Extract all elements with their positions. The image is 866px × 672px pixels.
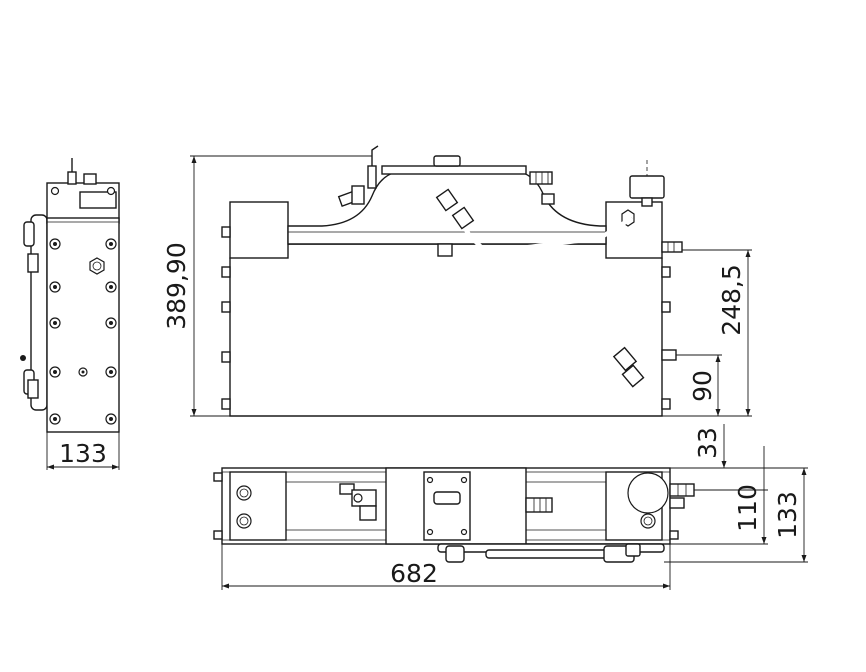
front-view <box>221 145 683 417</box>
front-view-tank <box>229 243 663 417</box>
dim-total-length <box>221 544 671 590</box>
dim-side-width-label: 133 <box>59 439 107 468</box>
dim-total-length-label: 682 <box>390 559 438 588</box>
dim-total-height <box>190 155 372 417</box>
dim-port-lower-label: 90 <box>688 370 717 402</box>
side-view-pipe-clamp-bottom <box>27 379 39 399</box>
side-view-pipe-fitting-top <box>23 221 35 247</box>
side-view-top-handle <box>79 191 117 209</box>
top-view-center-port <box>525 497 553 513</box>
dim-top-port-depth-label: 110 <box>733 484 762 532</box>
dim-port-upper <box>662 249 752 417</box>
dim-top-port-depth <box>670 446 768 545</box>
front-view-lever <box>371 145 379 166</box>
front-view-hoses <box>435 188 645 388</box>
front-view-top-port <box>529 171 553 185</box>
front-view-port-upper <box>661 241 683 253</box>
dim-top-total-depth-label: 133 <box>773 491 802 539</box>
front-view-valve <box>367 165 377 189</box>
side-view-cap <box>83 173 97 185</box>
side-view <box>20 158 120 433</box>
top-view-gauge <box>627 472 669 514</box>
top-view <box>213 467 695 563</box>
dim-top-offset-label: 33 <box>693 427 722 459</box>
front-view-left-block <box>229 201 289 259</box>
top-view-center-plate <box>423 471 471 541</box>
dim-port-upper-label: 248,5 <box>717 264 746 336</box>
front-view-bolt-heads <box>221 226 671 410</box>
front-view-gauge <box>629 175 665 199</box>
top-view-side-port <box>669 483 695 497</box>
dim-side-width <box>46 432 120 470</box>
front-view-top-strip <box>381 165 527 175</box>
side-view-bolts <box>49 186 117 425</box>
top-view-slot <box>433 491 461 505</box>
top-view-left-cap <box>229 471 287 541</box>
side-view-pipe-clamp-top <box>27 253 39 273</box>
dim-top-total-depth <box>664 467 808 563</box>
dim-port-lower <box>676 354 722 416</box>
front-view-port-lower <box>661 349 677 361</box>
side-view-valve-body <box>67 171 77 185</box>
front-view-top-cap <box>433 155 461 167</box>
side-view-hex-nut <box>89 257 105 275</box>
top-view-hose <box>437 543 665 563</box>
dim-total-height-label: 389,90 <box>162 242 191 329</box>
